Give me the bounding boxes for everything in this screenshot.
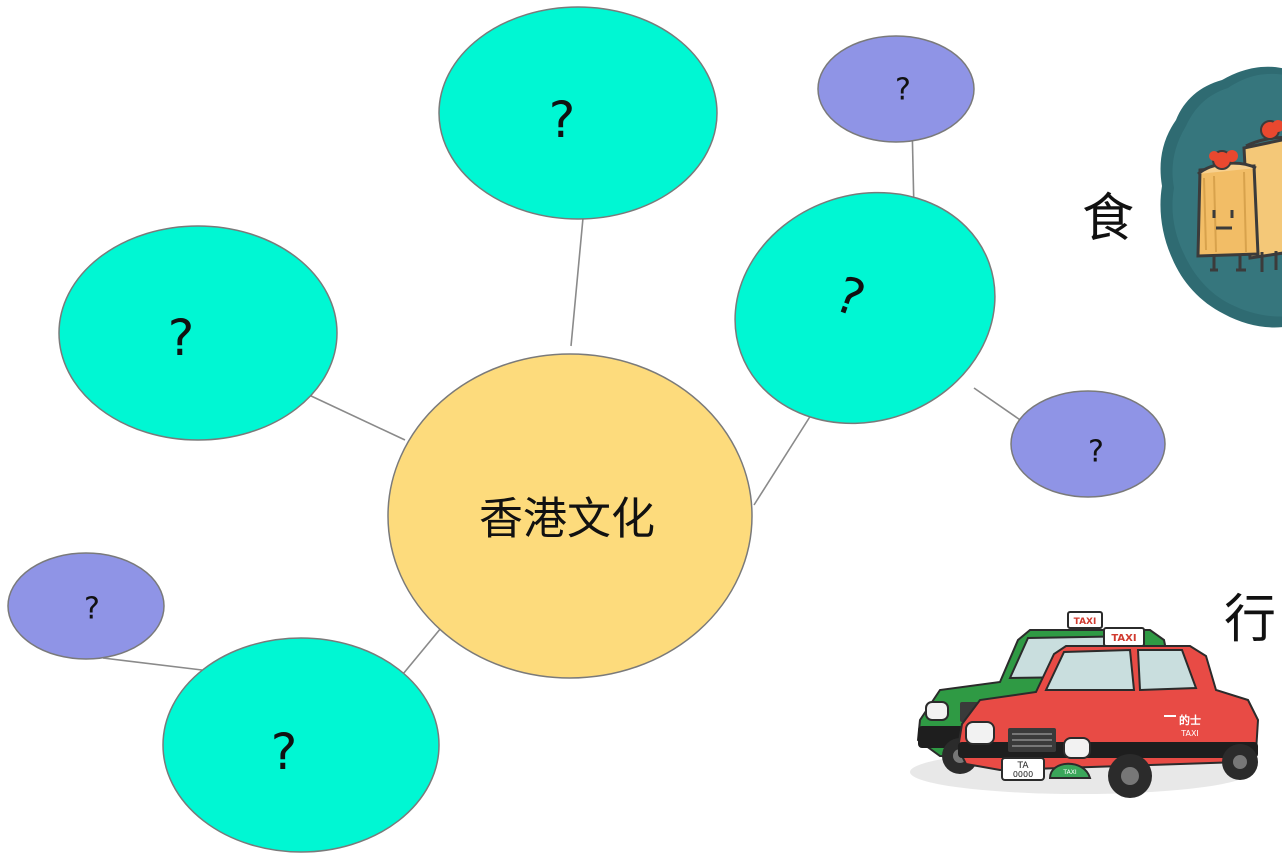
node-top: ? — [438, 6, 718, 220]
connector-bottom-leftsmall — [102, 657, 203, 671]
hong-kong-taxi-icon: TAXI TAXI TA 0000 TAXI 的士 TAXI — [910, 611, 1260, 798]
svg-text:TAXI: TAXI — [1074, 617, 1097, 627]
connectors — [102, 120, 1027, 675]
node-bottom-label: ? — [271, 723, 298, 781]
transport-label: 行 — [1224, 590, 1276, 650]
svg-text:TA: TA — [1017, 761, 1030, 771]
dim-sum-siu-mai-icon — [1160, 66, 1282, 328]
node-right-top-small-label: ? — [895, 73, 911, 108]
svg-text:TAXI: TAXI — [1180, 729, 1199, 738]
connector-center-top — [570, 217, 584, 347]
svg-text:TAXI: TAXI — [1111, 633, 1136, 644]
node-bottom: ? — [162, 637, 440, 853]
node-right-bottom-small-label: ? — [1088, 435, 1104, 470]
connector-center-left — [308, 394, 406, 441]
node-top-label: ? — [549, 91, 576, 149]
node-right-top-small: ? — [817, 35, 975, 143]
node-right: ? — [734, 191, 996, 425]
node-left-small-label: ? — [84, 592, 100, 627]
node-left-small: ? — [7, 552, 165, 660]
connector-center-right — [753, 403, 819, 506]
food-label: 食 — [1082, 189, 1134, 249]
center-node-label: 香港文化 — [479, 494, 655, 545]
node-right-bottom-small: ? — [1010, 390, 1166, 498]
svg-text:的士: 的士 — [1179, 713, 1201, 727]
connector-right-bottomsmall — [973, 387, 1027, 425]
center-node: 香港文化 — [387, 353, 753, 679]
node-left-label: ? — [168, 309, 195, 367]
svg-text:TAXI: TAXI — [1062, 769, 1076, 776]
connector-center-bottom — [402, 627, 442, 675]
node-left: ? — [58, 225, 338, 441]
svg-text:0000: 0000 — [1013, 770, 1033, 779]
